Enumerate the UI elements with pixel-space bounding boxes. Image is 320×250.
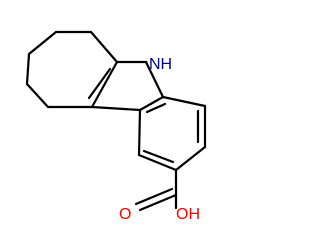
carbonyl-o-label: O [119,206,131,223]
bond-benz-a [161,95,207,108]
nh-label: NH [149,56,172,73]
atom-label-layer: NH OH O [119,56,200,223]
bond-layer [25,30,207,212]
bond-co-a [138,193,178,212]
bond-c-c-top [90,105,142,112]
bond-benz-d-inner [142,149,175,164]
bond-co-b [134,187,174,206]
bond-benz-inner-top [145,102,167,114]
bond-ring7-fused-inner [87,67,112,100]
bond-ring7-d [25,52,31,86]
bond-n-c [144,60,165,99]
bond-c-c-fusion [138,95,165,112]
oh-label: OH [176,206,200,223]
bond-ring7-fused [90,60,119,109]
bond-ring7-e [25,82,50,109]
bond-benz-d [137,153,178,172]
structure-canvas: NH OH O [25,30,207,223]
bond-ring7-a [89,30,119,64]
bond-benz-e [137,108,142,157]
chemical-structure-diagram: NH OH O [25,30,207,223]
bond-benz-c [174,145,207,172]
bond-ring7-c [27,30,58,56]
